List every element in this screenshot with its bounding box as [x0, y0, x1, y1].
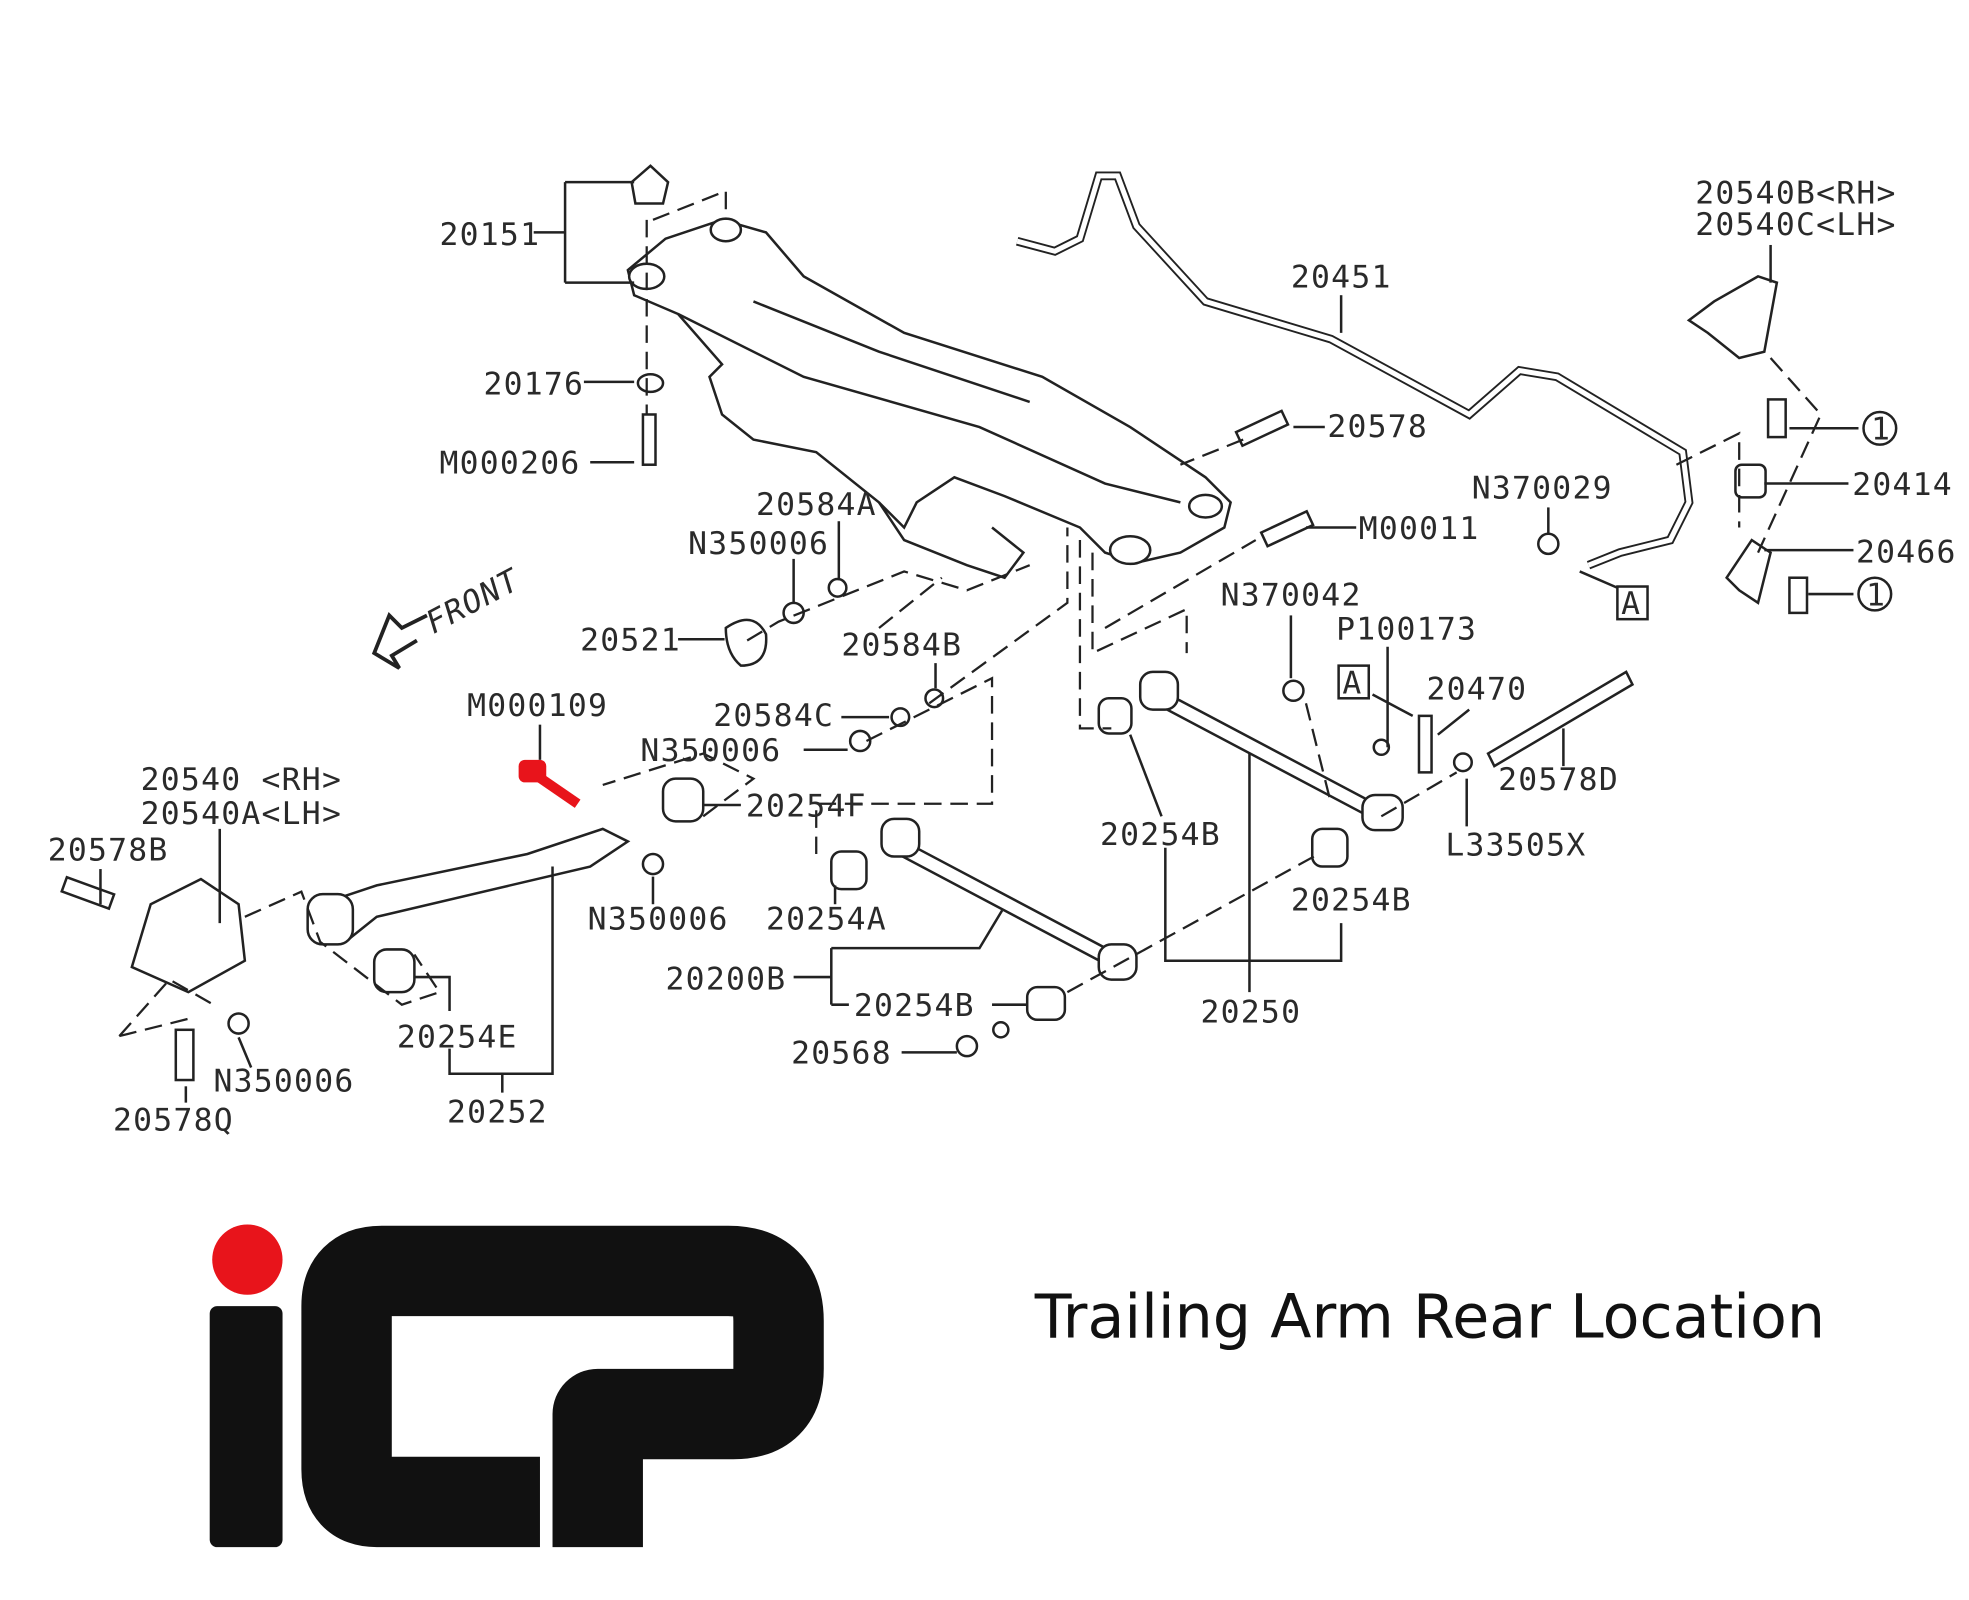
logo-red-dot [212, 1224, 283, 1295]
part-label: P100173 [1336, 611, 1477, 647]
svg-text:FRONT: FRONT [420, 562, 527, 641]
logo-letter-i [209, 1306, 283, 1548]
svg-text:1: 1 [1866, 577, 1886, 613]
part-label: 20252 [447, 1095, 548, 1131]
part-label: 20540C<LH> [1695, 207, 1896, 243]
part-label: 20540 <RH> [141, 762, 342, 798]
part-label: 20584A [756, 487, 877, 523]
svg-text:1: 1 [1871, 412, 1891, 448]
part-label: 20578 [1327, 409, 1428, 445]
front-arrow: FRONT [371, 562, 527, 670]
part-label: 20254B [1291, 883, 1412, 919]
icp-logo [209, 1224, 824, 1548]
part-label: N350006 [213, 1063, 354, 1099]
part-label: 20176 [483, 366, 584, 402]
part-label: 20254F [746, 788, 867, 824]
part-label: L33505X [1445, 827, 1586, 863]
part-label-highlighted: M000109 [467, 688, 608, 724]
part-label: 20540A<LH> [141, 796, 342, 832]
part-label: N350006 [688, 526, 829, 562]
clamp-20466 [1725, 538, 1773, 605]
svg-text:A: A [1621, 586, 1641, 622]
leader-lines [99, 180, 1859, 1103]
part-label: N370042 [1221, 577, 1362, 613]
part-label: 20584B [841, 628, 962, 664]
part-label: N350006 [588, 901, 729, 937]
circled-1-lower: 1 [1857, 576, 1893, 613]
crossmember [626, 217, 1233, 580]
part-label: 20470 [1427, 672, 1528, 708]
bracket-20540 [130, 877, 247, 994]
part-label: 20578B [48, 832, 169, 868]
part-label: 20466 [1856, 535, 1957, 571]
part-label: 20254A [766, 901, 887, 937]
part-label: 20254B [854, 988, 975, 1024]
highlighted-bolt-m000109 [518, 759, 581, 808]
part-label: M000206 [440, 446, 581, 482]
trailing-arm [306, 827, 631, 994]
bracket-20540b [1686, 274, 1779, 360]
small-parts [60, 164, 1809, 1082]
diagram-title: Trailing Arm Rear Location [1034, 1282, 1825, 1352]
svg-text:A: A [1342, 665, 1362, 701]
part-label: 20414 [1852, 467, 1953, 503]
part-label: 20568 [791, 1036, 892, 1072]
bushing-20414 [1734, 463, 1767, 499]
part-label: 20578D [1498, 762, 1619, 798]
part-label: N370029 [1472, 471, 1613, 507]
assembly-lines [118, 189, 1823, 1038]
part-label: 20151 [440, 217, 541, 253]
part-label: 20451 [1291, 260, 1392, 296]
part-label: 20254B [1100, 817, 1221, 853]
part-label: 20254E [397, 1019, 518, 1055]
circled-1-upper: 1 [1862, 410, 1898, 448]
part-label: 20521 [580, 623, 681, 659]
lateral-link-20250 [1097, 670, 1404, 868]
logo-letters-cp [301, 1225, 824, 1548]
lateral-link-20200B [830, 817, 1138, 1022]
part-label: 20200B [666, 962, 787, 998]
part-label: N350006 [640, 733, 781, 769]
part-label: 20250 [1200, 994, 1301, 1030]
part-labels: 20151 20176 M000206 20584A N350006 20521… [48, 176, 1957, 1139]
part-label: 20578Q [113, 1102, 234, 1138]
part-label: M00011 [1359, 511, 1480, 547]
part-label: 20584C [713, 698, 834, 734]
ref-marker-a-1: A [1616, 585, 1649, 622]
part-label: 20540B<RH> [1695, 176, 1896, 212]
ref-marker-a-2: A [1337, 664, 1371, 701]
